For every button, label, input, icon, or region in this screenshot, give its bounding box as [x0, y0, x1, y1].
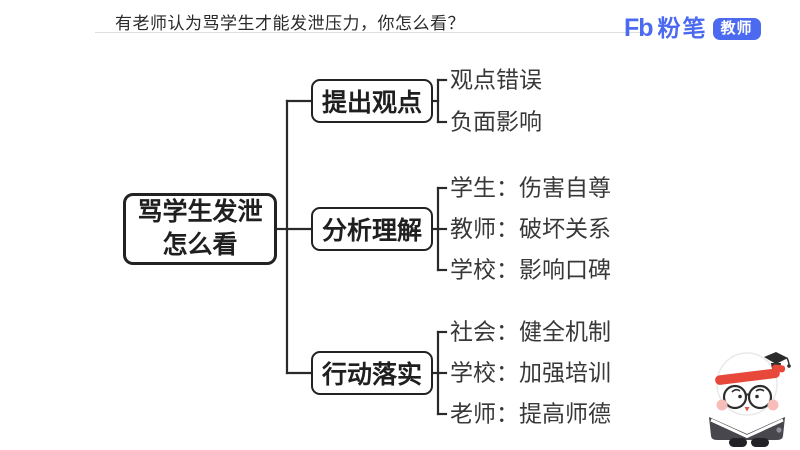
title-divider: [95, 32, 645, 33]
leaf-item: 学校：影响口碑: [450, 256, 611, 283]
branch-node-analysis: 分析理解: [311, 207, 433, 251]
leaf-item: 负面影响: [450, 108, 542, 135]
page-title: 有老师认为骂学生才能发泄压力，你怎么看？: [115, 14, 465, 33]
branch-label: 提出观点: [321, 89, 422, 117]
leaf-item: 学生：伤害自尊: [450, 174, 611, 201]
branch-label: 分析理解: [321, 217, 422, 245]
teacher-badge: 教师: [712, 17, 761, 40]
leaf-item: 教师：破坏关系: [450, 215, 611, 242]
leaf-item: 学校：加强培训: [450, 359, 611, 386]
branch-node-action: 行动落实: [311, 351, 433, 395]
root-node: 骂学生发泄 怎么看: [123, 193, 277, 265]
branch-label: 行动落实: [321, 361, 422, 389]
headband: [715, 364, 786, 385]
leaf-item: 社会：健全机制: [450, 318, 611, 345]
fenbi-mascot-icon: [709, 352, 791, 447]
root-node-line2: 怎么看: [162, 231, 238, 259]
leaf-item: 老师：提高师德: [450, 400, 611, 427]
fenbi-logo: Fb 粉笔 教师: [624, 16, 761, 41]
fenbi-fb-mark: Fb: [624, 14, 654, 42]
leaf-item: 观点错误: [450, 66, 542, 93]
root-node-line1: 骂学生发泄: [137, 198, 263, 226]
branch-node-viewpoint: 提出观点: [311, 79, 433, 123]
fenbi-wordmark: 粉笔: [657, 15, 708, 41]
